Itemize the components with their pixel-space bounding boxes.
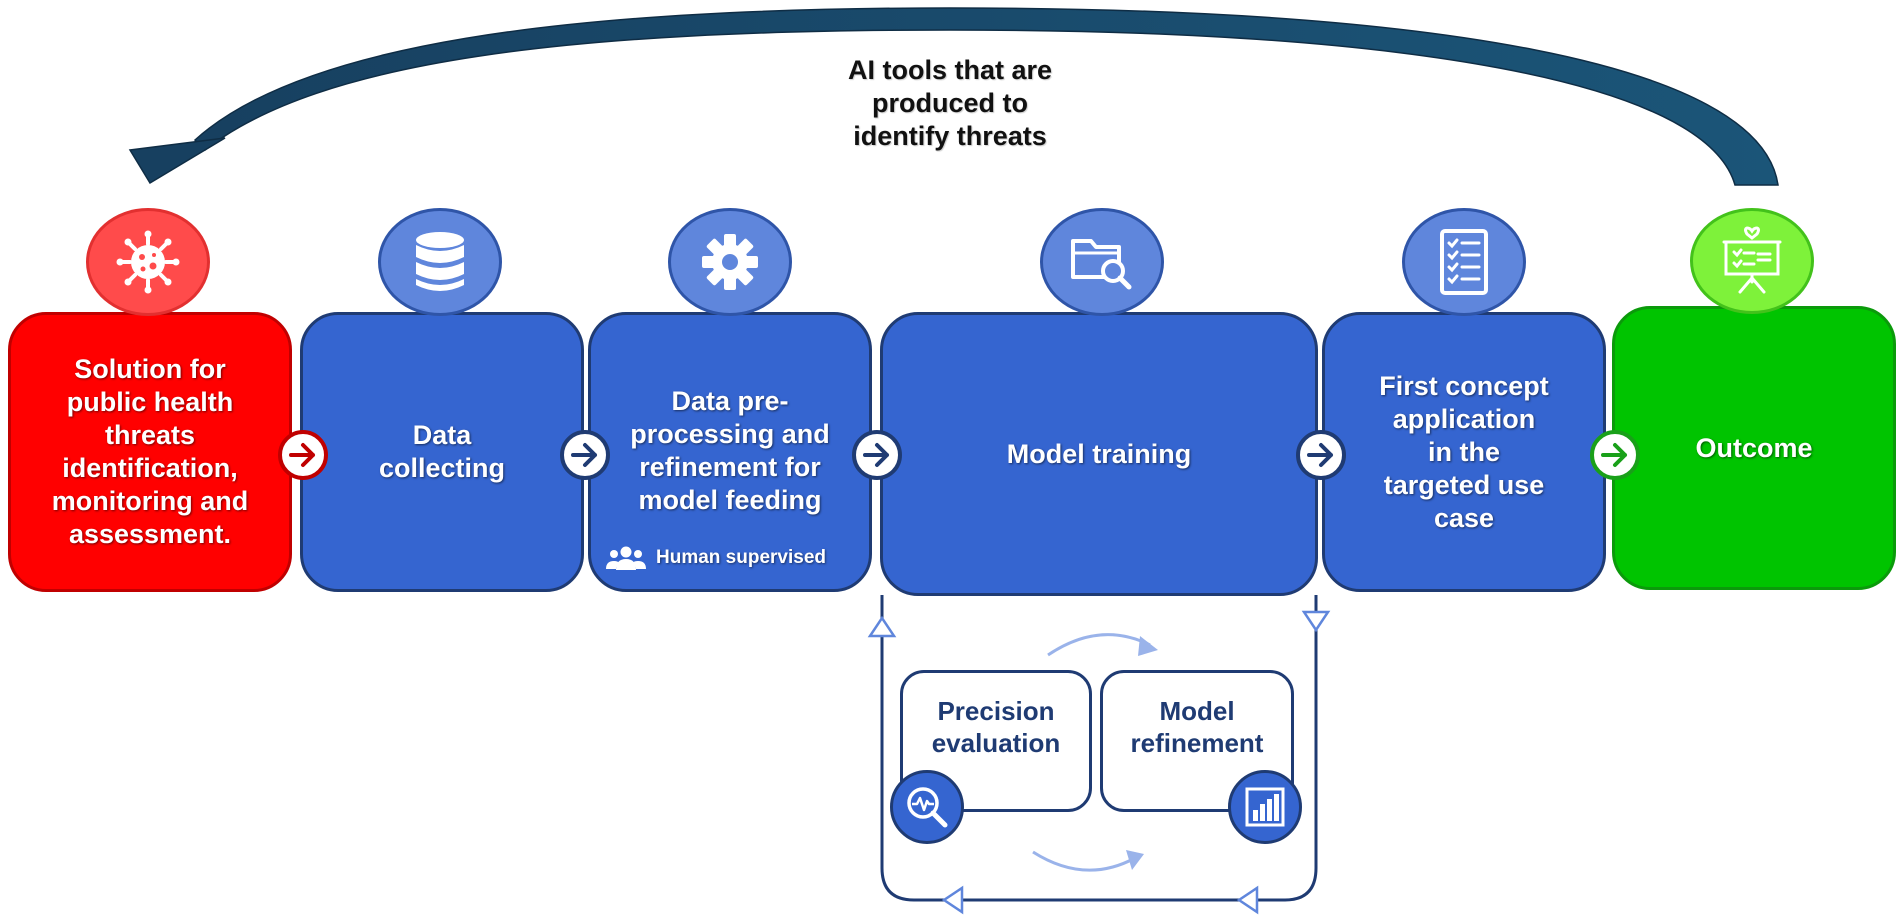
arrow-right-icon — [1307, 443, 1333, 467]
step-solution-label: Solution for public health threats ident… — [51, 354, 249, 549]
virus-icon-circle — [86, 208, 210, 316]
step-outcome-label: Outcome — [1695, 432, 1813, 463]
arc-band — [193, 7, 1779, 186]
arc-arrowhead-icon — [128, 137, 226, 185]
cycle-arrow-bottom-head-icon — [1126, 850, 1144, 870]
gear-icon — [702, 234, 758, 290]
arrow-connector-4 — [1296, 430, 1346, 480]
human-supervised-label: Human supervised — [656, 547, 826, 568]
cycle-arrow-bottom — [1032, 850, 1136, 872]
folder-search-icon — [1071, 239, 1132, 290]
step-outcome: Outcome — [1612, 306, 1896, 590]
precision-evaluation-label: Precision evaluation — [931, 696, 1061, 758]
step-model-training: Model training — [880, 312, 1318, 596]
step-preprocessing: Data pre- processing and refinement for … — [588, 312, 872, 592]
bar-chart-icon-circle — [1228, 770, 1302, 844]
arrow-connector-1 — [278, 430, 328, 480]
arrow-right-icon — [289, 443, 315, 467]
presentation-board-icon-circle — [1690, 208, 1814, 314]
search-pulse-icon-circle — [890, 770, 964, 844]
step-data-collecting: Data collecting — [300, 312, 584, 592]
step-first-concept-label: First concept application in the targete… — [1379, 370, 1549, 533]
arrow-connector-3 — [852, 430, 902, 480]
search-pulse-icon — [907, 787, 948, 828]
arrow-connector-5 — [1590, 430, 1640, 480]
step-data-collecting-label: Data collecting — [378, 420, 506, 483]
loop-arrow-down-icon — [1301, 610, 1331, 633]
presentation-board-icon — [1722, 226, 1782, 294]
step-preprocessing-label: Data pre- processing and refinement for … — [630, 386, 830, 515]
step-first-concept: First concept application in the targete… — [1322, 312, 1606, 592]
arrow-connector-2 — [560, 430, 610, 480]
human-supervised: Human supervised — [606, 545, 826, 571]
bar-chart-icon — [1245, 787, 1285, 827]
step-model-training-label: Model training — [1006, 438, 1192, 469]
database-icon-circle — [378, 208, 502, 316]
loop-arrow-up-icon — [867, 615, 897, 638]
loop-arrow-left-icon-1 — [941, 885, 964, 915]
cycle-arrow-top — [1047, 633, 1151, 657]
cycle-arrow-top-head-icon — [1138, 636, 1158, 656]
checklist-icon — [1440, 229, 1488, 295]
virus-icon — [116, 230, 180, 294]
arrow-right-icon — [571, 443, 597, 467]
loop-frame — [880, 595, 1318, 902]
step-solution: Solution for public health threats ident… — [8, 312, 292, 592]
checklist-icon-circle — [1402, 208, 1526, 316]
people-icon — [606, 546, 646, 570]
arrow-right-icon — [1601, 443, 1627, 467]
folder-search-icon-circle — [1040, 208, 1164, 316]
loop-arrow-left-icon-2 — [1236, 885, 1259, 915]
arrow-right-icon — [863, 443, 889, 467]
arc-label: AI tools that are produced to identify t… — [847, 55, 1053, 151]
gear-icon-circle — [668, 208, 792, 316]
database-icon — [416, 232, 464, 291]
model-refinement-label: Model refinement — [1130, 696, 1264, 758]
